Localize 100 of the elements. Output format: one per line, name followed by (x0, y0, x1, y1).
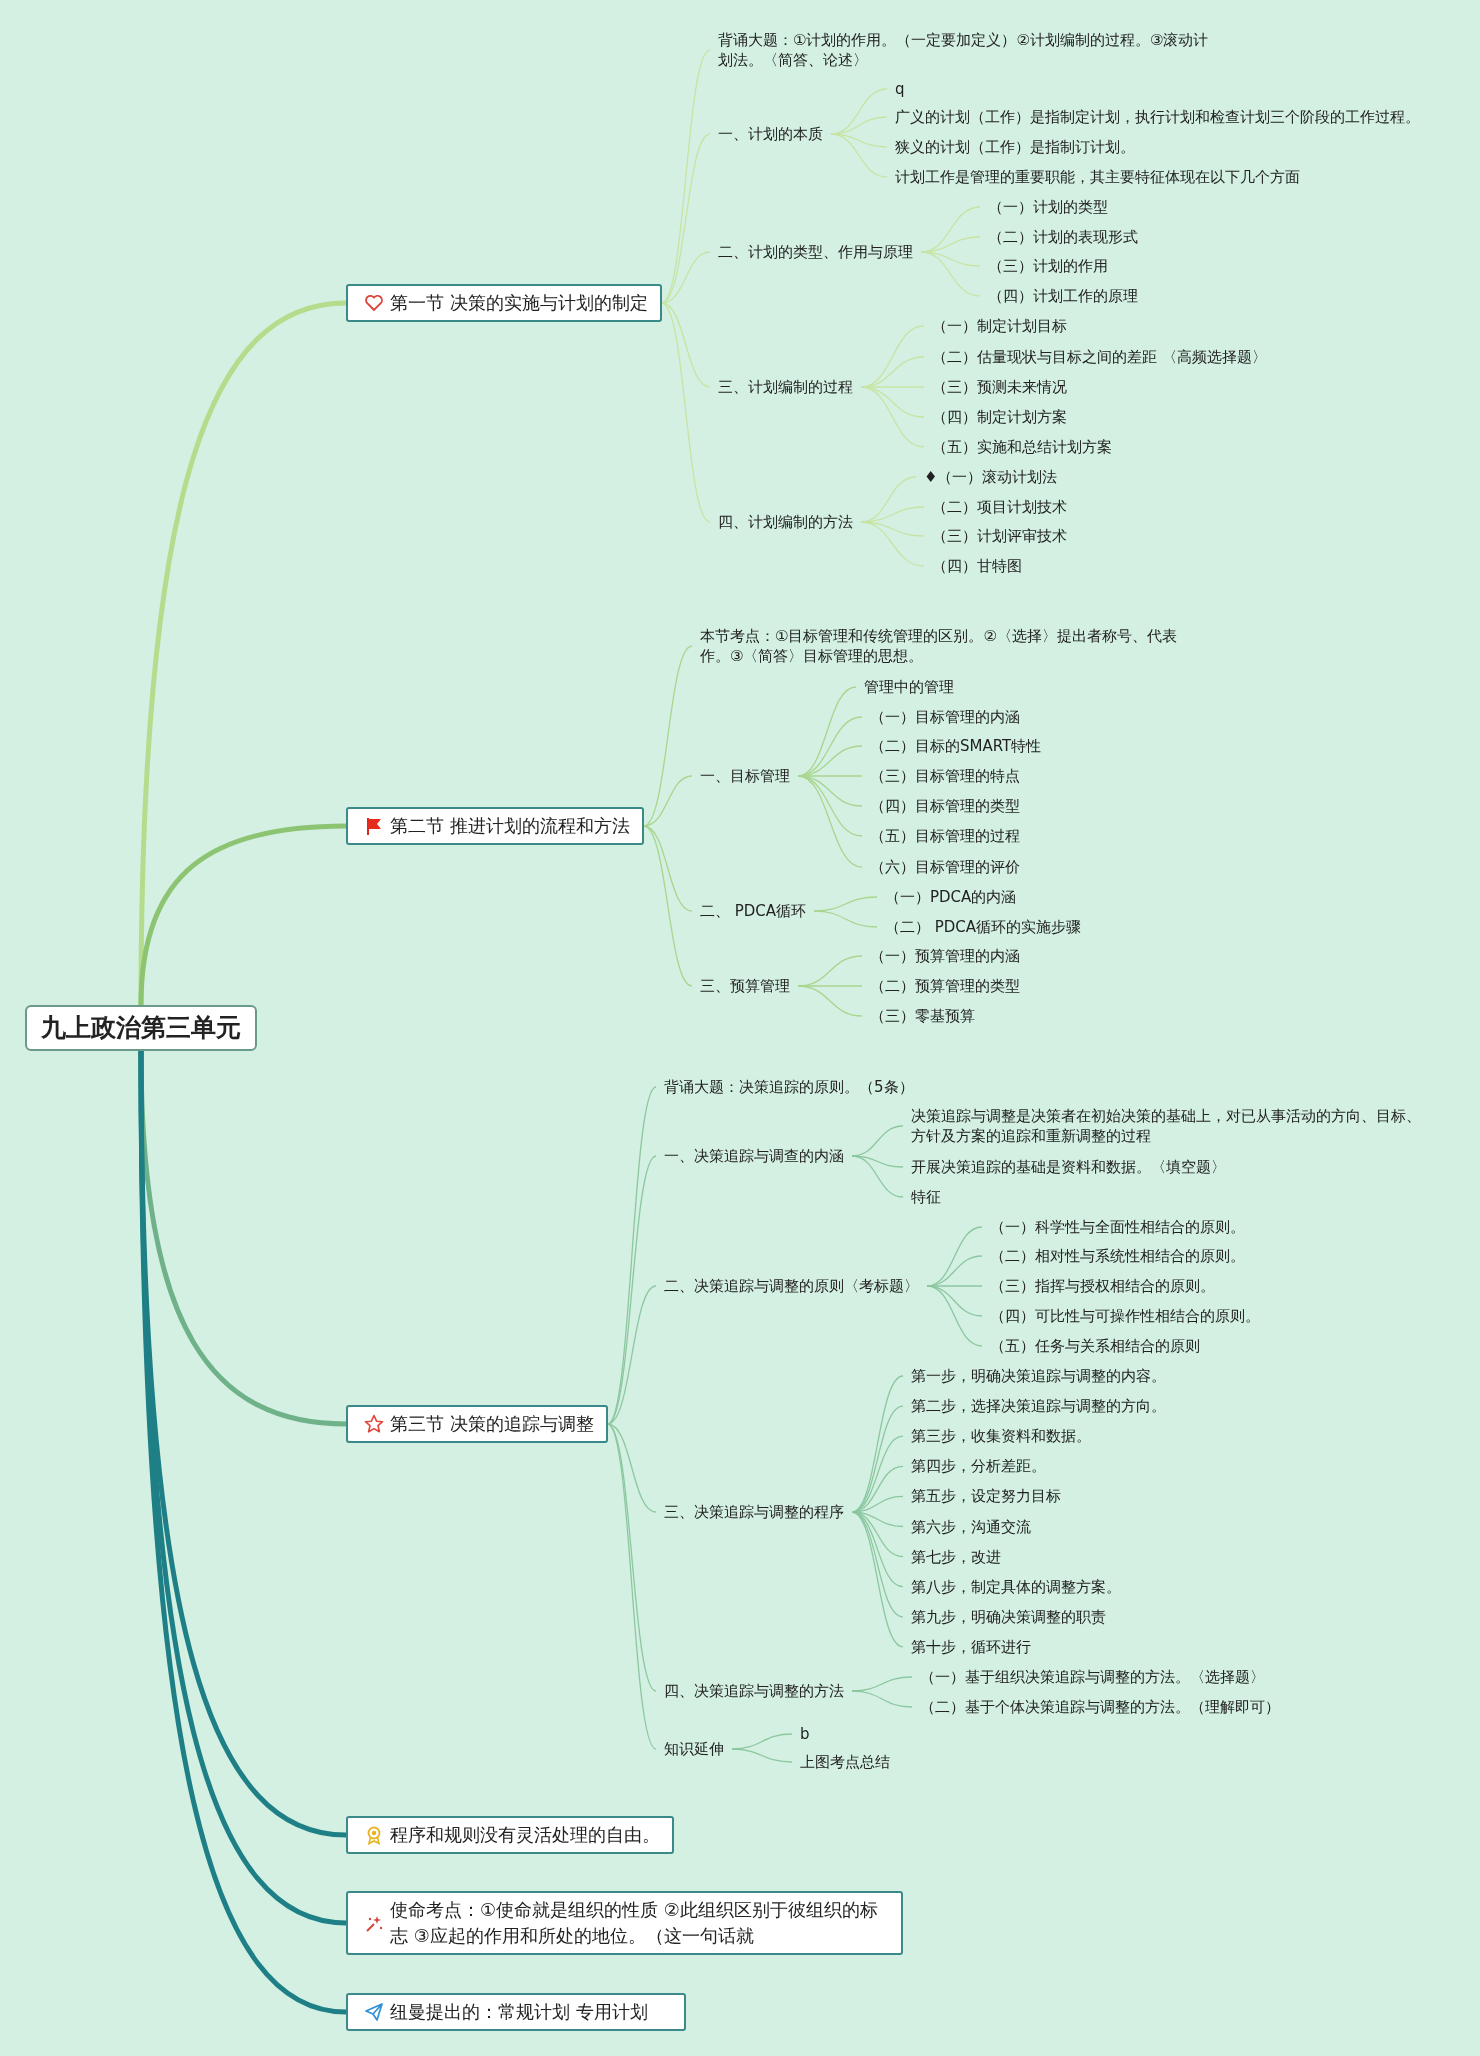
branch-text: 二、 PDCA循环 (692, 899, 815, 923)
branch-text: 开展决策追踪的基础是资料和数据。〈填空题〉 (903, 1155, 1234, 1179)
branch-text: 第二步，选择决策追踪与调整的方向。 (903, 1394, 1174, 1419)
branch-text: （一）制定计划目标 (924, 314, 1075, 338)
branch-line (926, 1285, 983, 1287)
branch-text: 第五步，设定努力目标 (903, 1484, 1069, 1509)
branch-text: 二、计划的类型、作用与原理 (710, 240, 921, 264)
branch-text: （二）项目计划技术 (924, 495, 1075, 519)
branch-line (797, 775, 863, 807)
branch-line (851, 1676, 913, 1692)
branch-text: （一）预算管理的内涵 (862, 944, 1028, 968)
topic-text: 第二节 推进计划的流程和方法 (390, 814, 630, 838)
branch-text: 特征 (903, 1185, 949, 1209)
branch-text: （一）目标管理的内涵 (862, 705, 1028, 729)
branch-line (851, 1511, 904, 1648)
branch-text: 四、决策追踪与调整的方法 (656, 1679, 852, 1703)
topic-box (346, 284, 662, 322)
branch-text: （一）科学性与全面性相结合的原则。 (982, 1215, 1253, 1239)
branch-text: （四）目标管理的类型 (862, 794, 1028, 818)
topic-box (346, 1405, 608, 1443)
branch-text: 一、计划的本质 (710, 122, 831, 146)
branch-text: （三）零基预算 (862, 1004, 983, 1028)
branch-text: 第九步，明确决策调整的职责 (903, 1604, 1114, 1629)
topic-text: 第三节 决策的追踪与调整 (390, 1412, 594, 1436)
branch-line (607, 1086, 657, 1425)
branch-text: （五）任务与关系相结合的原则 (982, 1334, 1208, 1358)
branch-text: q (887, 77, 913, 101)
topic-box (346, 1891, 903, 1955)
branch-line (860, 521, 925, 567)
root-topic-box: 九上政治第三单元 (25, 1005, 257, 1051)
branch-text: 本节考点：①目标管理和传统管理的区别。②〈选择〉提出者称号、代表作。③〈简答〉目标管理的思想。 (692, 624, 1208, 668)
branch-text: （一）基于组织决策追踪与调整的方法。〈选择题〉 (912, 1665, 1273, 1689)
branch-text: 四、计划编制的方法 (710, 510, 861, 534)
topic-box (346, 1993, 686, 2031)
branch-text: （四）甘特图 (924, 554, 1030, 578)
branch-text: （三）指挥与授权相结合的原则。 (982, 1274, 1223, 1298)
branch-line (851, 1155, 904, 1168)
branch-text: （一）计划的类型 (980, 195, 1116, 219)
topic-text: 使命考点：①使命就是组织的性质 ②此组织区别于彼组织的标志 ③应起的作用和所处的地位。（这一句话就 (390, 1898, 879, 1948)
branch-line (851, 1155, 904, 1198)
topic-box (346, 1816, 674, 1854)
branch-text: （五）实施和总结计划方案 (924, 435, 1120, 459)
branch-text: （四）可比性与可操作性相结合的原则。 (982, 1304, 1268, 1328)
branch-line (830, 133, 888, 148)
branch-line (860, 386, 925, 418)
branch-text: 二、决策追踪与调整的原则〈考标题〉 (656, 1274, 927, 1298)
branch-text: （二）估量现状与目标之间的差距 〈高频选择题〉 (924, 345, 1275, 369)
branch-line (607, 1285, 657, 1425)
branch-text: （四）计划工作的原理 (980, 284, 1146, 308)
topic-text: 第一节 决策的实施与计划的制定 (390, 291, 648, 315)
branch-text: （六）目标管理的评价 (862, 855, 1028, 879)
branch-line (607, 1423, 657, 1513)
topic-text: 程序和规则没有灵活处理的自由。 (390, 1823, 660, 1847)
branch-text: （一）PDCA的内涵 (877, 885, 1025, 909)
branch-text: 广义的计划（工作）是指制定计划，执行计划和检查计划三个阶段的工作过程。 (887, 105, 1428, 129)
branch-text: 三、预算管理 (692, 974, 798, 998)
branch-line (643, 645, 693, 827)
branch-text: （三）预测未来情况 (924, 375, 1075, 399)
branch-line (643, 825, 693, 987)
branch-line (860, 521, 925, 537)
branch-text: 第七步，改进 (903, 1544, 1009, 1569)
branch-text: 第一步，明确决策追踪与调整的内容。 (903, 1364, 1174, 1388)
branch-text: （二）基于个体决策追踪与调整的方法。（理解即可） (912, 1695, 1288, 1719)
branch-text: 知识延伸 (656, 1737, 732, 1761)
branch-line (920, 251, 981, 267)
branch-text: 第十步，循环进行 (903, 1634, 1039, 1659)
branch-text: b (792, 1722, 818, 1746)
branch-text: 第三步，收集资料和数据。 (903, 1424, 1099, 1449)
branch-line (731, 1748, 793, 1763)
topic-text: 纽曼提出的：常规计划 专用计划 (390, 2000, 648, 2024)
branch-text: ♦（一）滚动计划法 (916, 465, 1066, 489)
branch-line (830, 133, 888, 178)
branch-text: （二）预算管理的类型 (862, 974, 1028, 998)
branch-text: （五）目标管理的过程 (862, 824, 1028, 848)
branch-line (797, 985, 863, 1017)
branch-text: （四）制定计划方案 (924, 405, 1075, 429)
branch-text: （二）计划的表现形式 (980, 225, 1146, 249)
branch-line (860, 386, 925, 448)
branch-text: 一、目标管理 (692, 764, 798, 788)
branch-text: （二） PDCA循环的实施步骤 (877, 915, 1090, 939)
branch-text: 计划工作是管理的重要职能，其主要特征体现在以下几个方面 (887, 165, 1308, 189)
branch-text: 管理中的管理 (856, 675, 962, 699)
branch-text: 一、决策追踪与调查的内涵 (656, 1144, 852, 1168)
branch-text: 狭义的计划（工作）是指制订计划。 (887, 135, 1143, 159)
branch-text: 第六步，沟通交流 (903, 1514, 1039, 1539)
branch-text: （三）计划评审技术 (924, 524, 1075, 548)
branch-text: 背诵大题：决策追踪的原则。（5条） (656, 1075, 922, 1099)
branch-line (643, 775, 693, 827)
branch-text: （二）相对性与系统性相结合的原则。 (982, 1244, 1253, 1268)
branch-text: 背诵大题：①计划的作用。（一定要加定义）②计划编制的过程。③滚动计划法。〈简答、论述〉 (710, 28, 1226, 72)
branch-line (926, 1285, 983, 1317)
branch-line (797, 775, 863, 868)
branch-text: 第八步，制定具体的调整方案。 (903, 1574, 1129, 1599)
branch-text: （三）计划的作用 (980, 254, 1116, 278)
branch-text: 决策追踪与调整是决策者在初始决策的基础上，对已从事活动的方向、目标、方针及方案的追踪和重新调整的过程 (903, 1104, 1429, 1148)
branch-line (920, 251, 981, 297)
branch-text: 三、决策追踪与调整的程序 (656, 1500, 852, 1524)
branch-line (607, 1155, 657, 1425)
branch-text: （二）目标的SMART特性 (862, 734, 1050, 758)
branch-text: （三）目标管理的特点 (862, 764, 1028, 788)
